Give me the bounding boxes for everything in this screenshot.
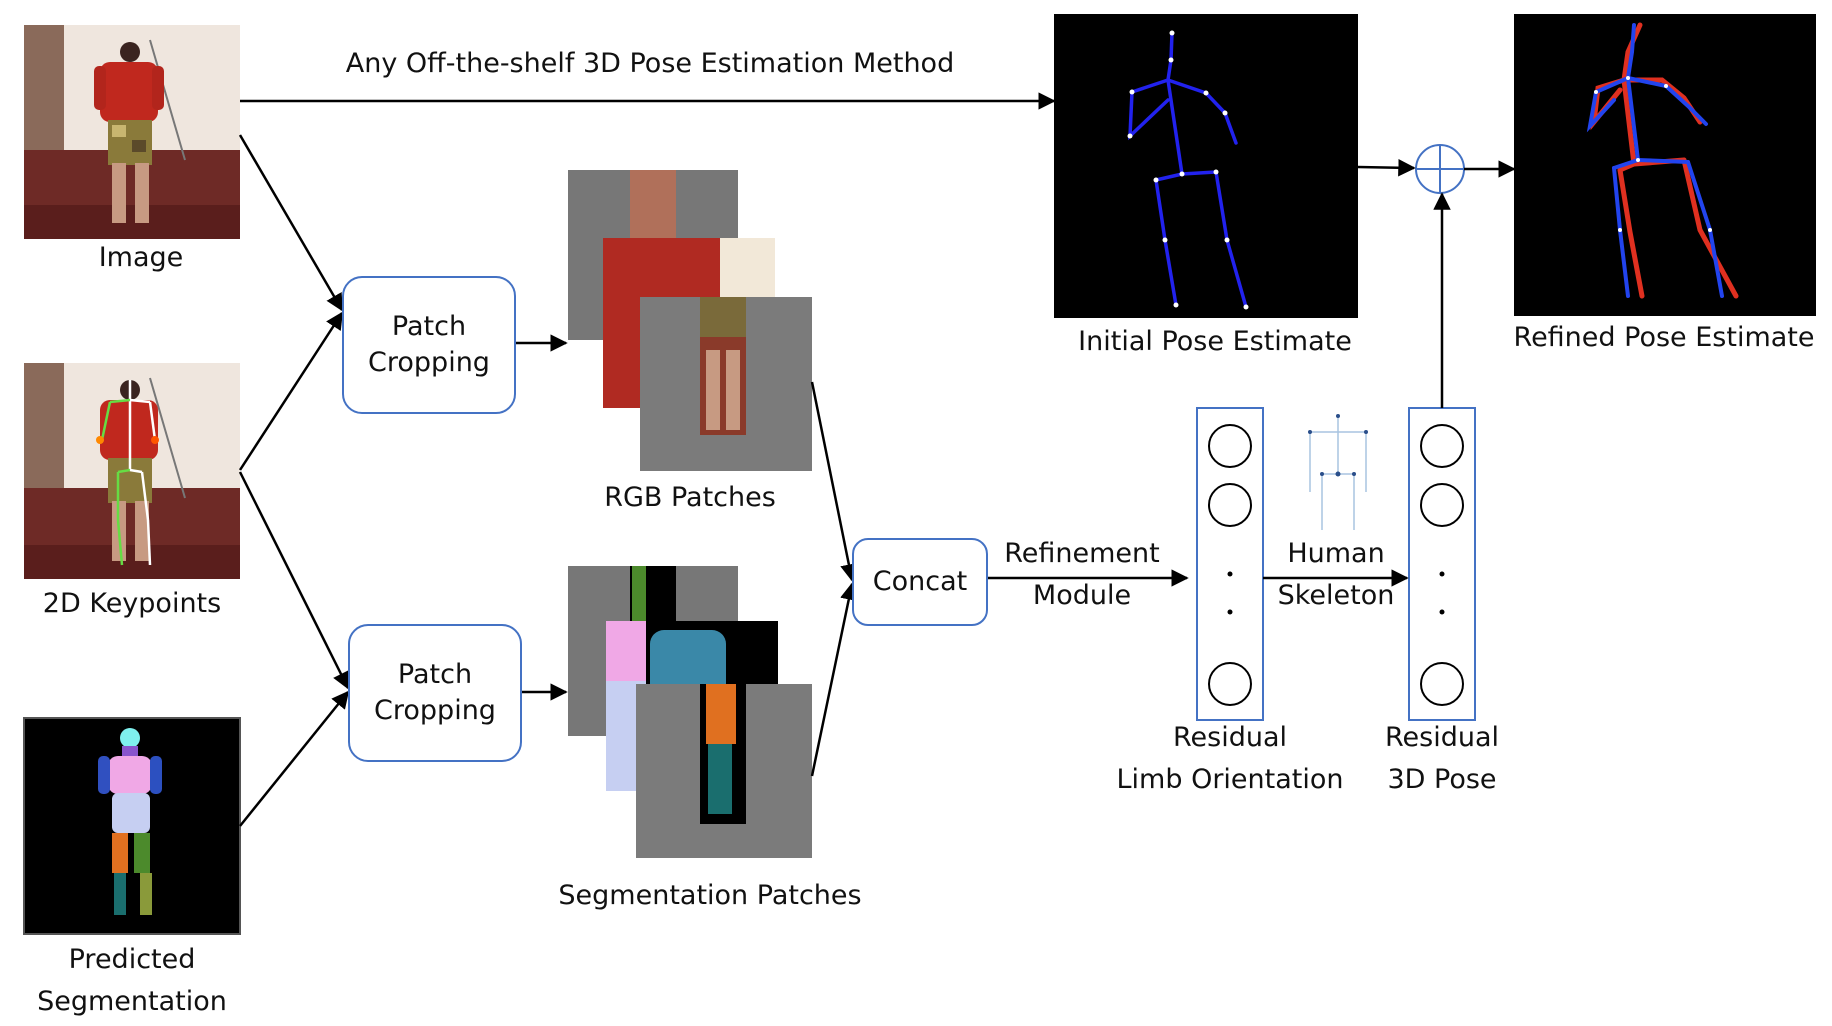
- human-skeleton-label-line2: Skeleton: [1277, 580, 1395, 611]
- concat-box: Concat: [852, 538, 988, 626]
- rgb-patches-label: RGB Patches: [604, 482, 776, 513]
- initial-pose-label: Initial Pose Estimate: [1078, 326, 1352, 357]
- image-label: Image: [98, 242, 184, 273]
- add-operator-icon: [1415, 144, 1465, 194]
- keypoints-label: 2D Keypoints: [42, 588, 222, 619]
- segmentation-patches-label: Segmentation Patches: [558, 880, 862, 911]
- human-skeleton-label-line1: Human: [1287, 538, 1385, 569]
- patch-cropping-bottom-line2: Cropping: [374, 695, 496, 726]
- initial-pose-panel: [1054, 14, 1358, 318]
- residual-pose-label-line1: Residual: [1384, 722, 1500, 753]
- patch-cropping-top-line2: Cropping: [368, 347, 490, 378]
- patch-cropping-top-line1: Patch: [391, 310, 467, 342]
- rgb-patches: [568, 170, 812, 471]
- top-method-label: Any Off-the-shelf 3D Pose Estimation Met…: [345, 48, 955, 79]
- residual-limb-label-line1: Residual: [1172, 722, 1288, 753]
- input-segmentation: [23, 717, 241, 935]
- concat-label: Concat: [872, 565, 968, 597]
- refinement-label-line2: Module: [1032, 580, 1132, 611]
- segmentation-label-line1: Predicted: [68, 944, 196, 975]
- segmentation-label-line2: Segmentation: [37, 986, 227, 1017]
- input-keypoints: [24, 363, 240, 579]
- input-image: [24, 25, 240, 239]
- patch-cropping-bottom: Patch Cropping: [348, 624, 522, 762]
- refined-pose-panel: [1514, 14, 1816, 316]
- human-skeleton-icon: [1308, 414, 1368, 530]
- segmentation-patches: [568, 566, 812, 858]
- patch-cropping-top: Patch Cropping: [342, 276, 516, 414]
- refined-pose-label: Refined Pose Estimate: [1513, 322, 1815, 353]
- refinement-label-line1: Refinement: [1004, 538, 1160, 569]
- residual-3d-pose-column: [1408, 407, 1476, 721]
- residual-limb-label-line2: Limb Orientation: [1116, 764, 1344, 795]
- residual-limb-orientation-column: [1196, 407, 1264, 721]
- patch-cropping-bottom-line1: Patch: [397, 658, 473, 690]
- residual-pose-label-line2: 3D Pose: [1387, 764, 1497, 795]
- arrows: [238, 92, 1516, 827]
